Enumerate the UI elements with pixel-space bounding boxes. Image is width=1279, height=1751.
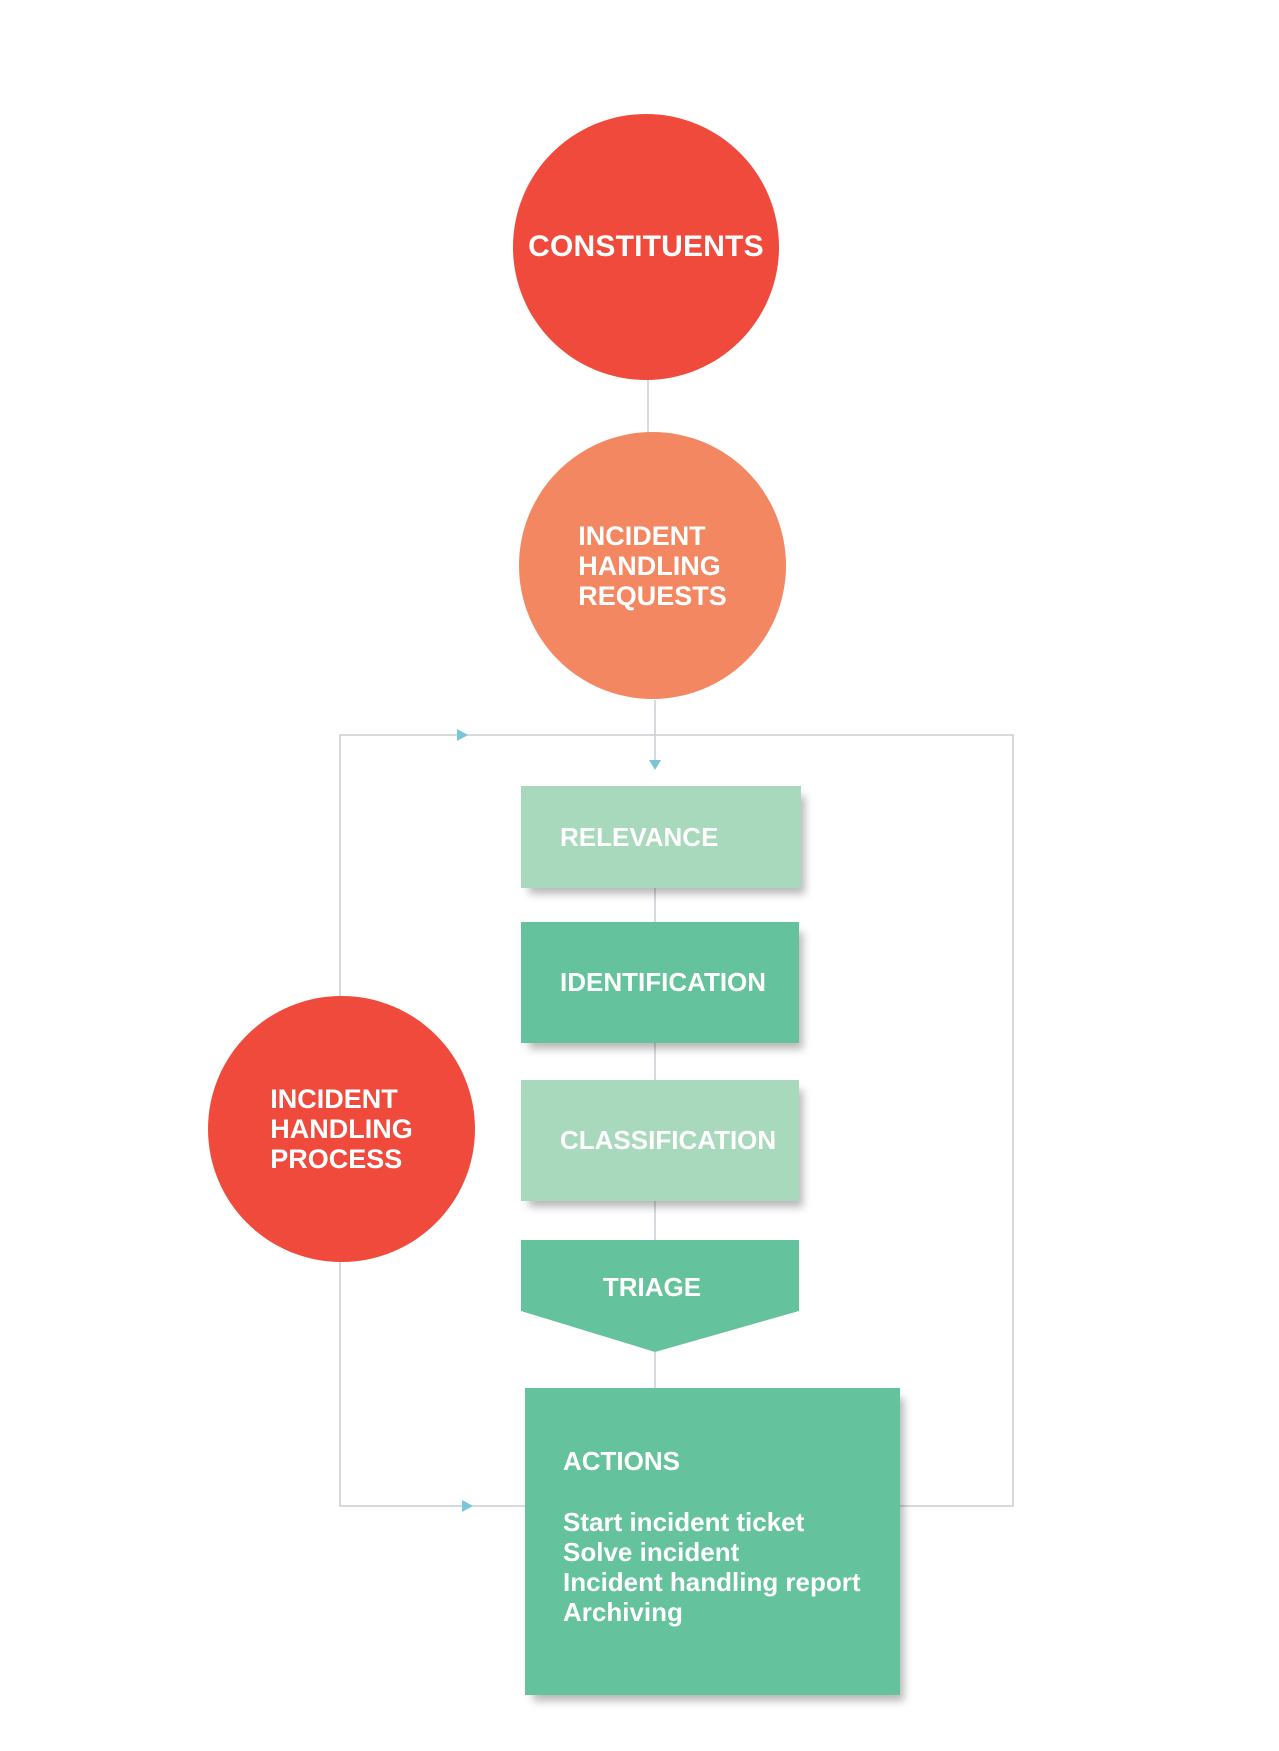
actions-box: ACTIONS Start incident ticket Solve inci… (525, 1388, 900, 1695)
arrow-down-icon (649, 760, 661, 770)
triage-label: TRIAGE (602, 1272, 702, 1302)
actions-item: Start incident ticket (563, 1507, 805, 1537)
identification-label: IDENTIFICATION (560, 967, 767, 997)
relevance-label: RELEVANCE (560, 821, 719, 852)
process-label: INCIDENT HANDLING PROCESS (270, 1084, 413, 1174)
constituents-label: CONSTITUENTS (528, 230, 764, 263)
incident-handling-requests-node: INCIDENT HANDLING REQUESTS (519, 432, 786, 699)
arrow-right-icon (462, 1500, 473, 1512)
actions-title: ACTIONS (563, 1446, 680, 1476)
identification-box: IDENTIFICATION (521, 922, 799, 1043)
triage-chevron (521, 1240, 799, 1352)
constituents-node: CONSTITUENTS (513, 114, 779, 380)
classification-box: CLASSIFICATION (521, 1080, 799, 1201)
loop-right-line (339, 734, 1014, 1507)
classification-label: CLASSIFICATION (560, 1125, 777, 1155)
actions-item: Incident handling report (563, 1567, 861, 1597)
actions-item: Solve incident (563, 1537, 740, 1567)
loop-left-line (339, 1262, 525, 1507)
relevance-box: RELEVANCE (521, 786, 801, 888)
arrow-right-icon (457, 729, 468, 741)
incident-handling-process-node: INCIDENT HANDLING PROCESS (208, 996, 475, 1262)
requests-label: INCIDENT HANDLING REQUESTS (578, 520, 727, 611)
actions-item: Archiving (563, 1597, 683, 1627)
